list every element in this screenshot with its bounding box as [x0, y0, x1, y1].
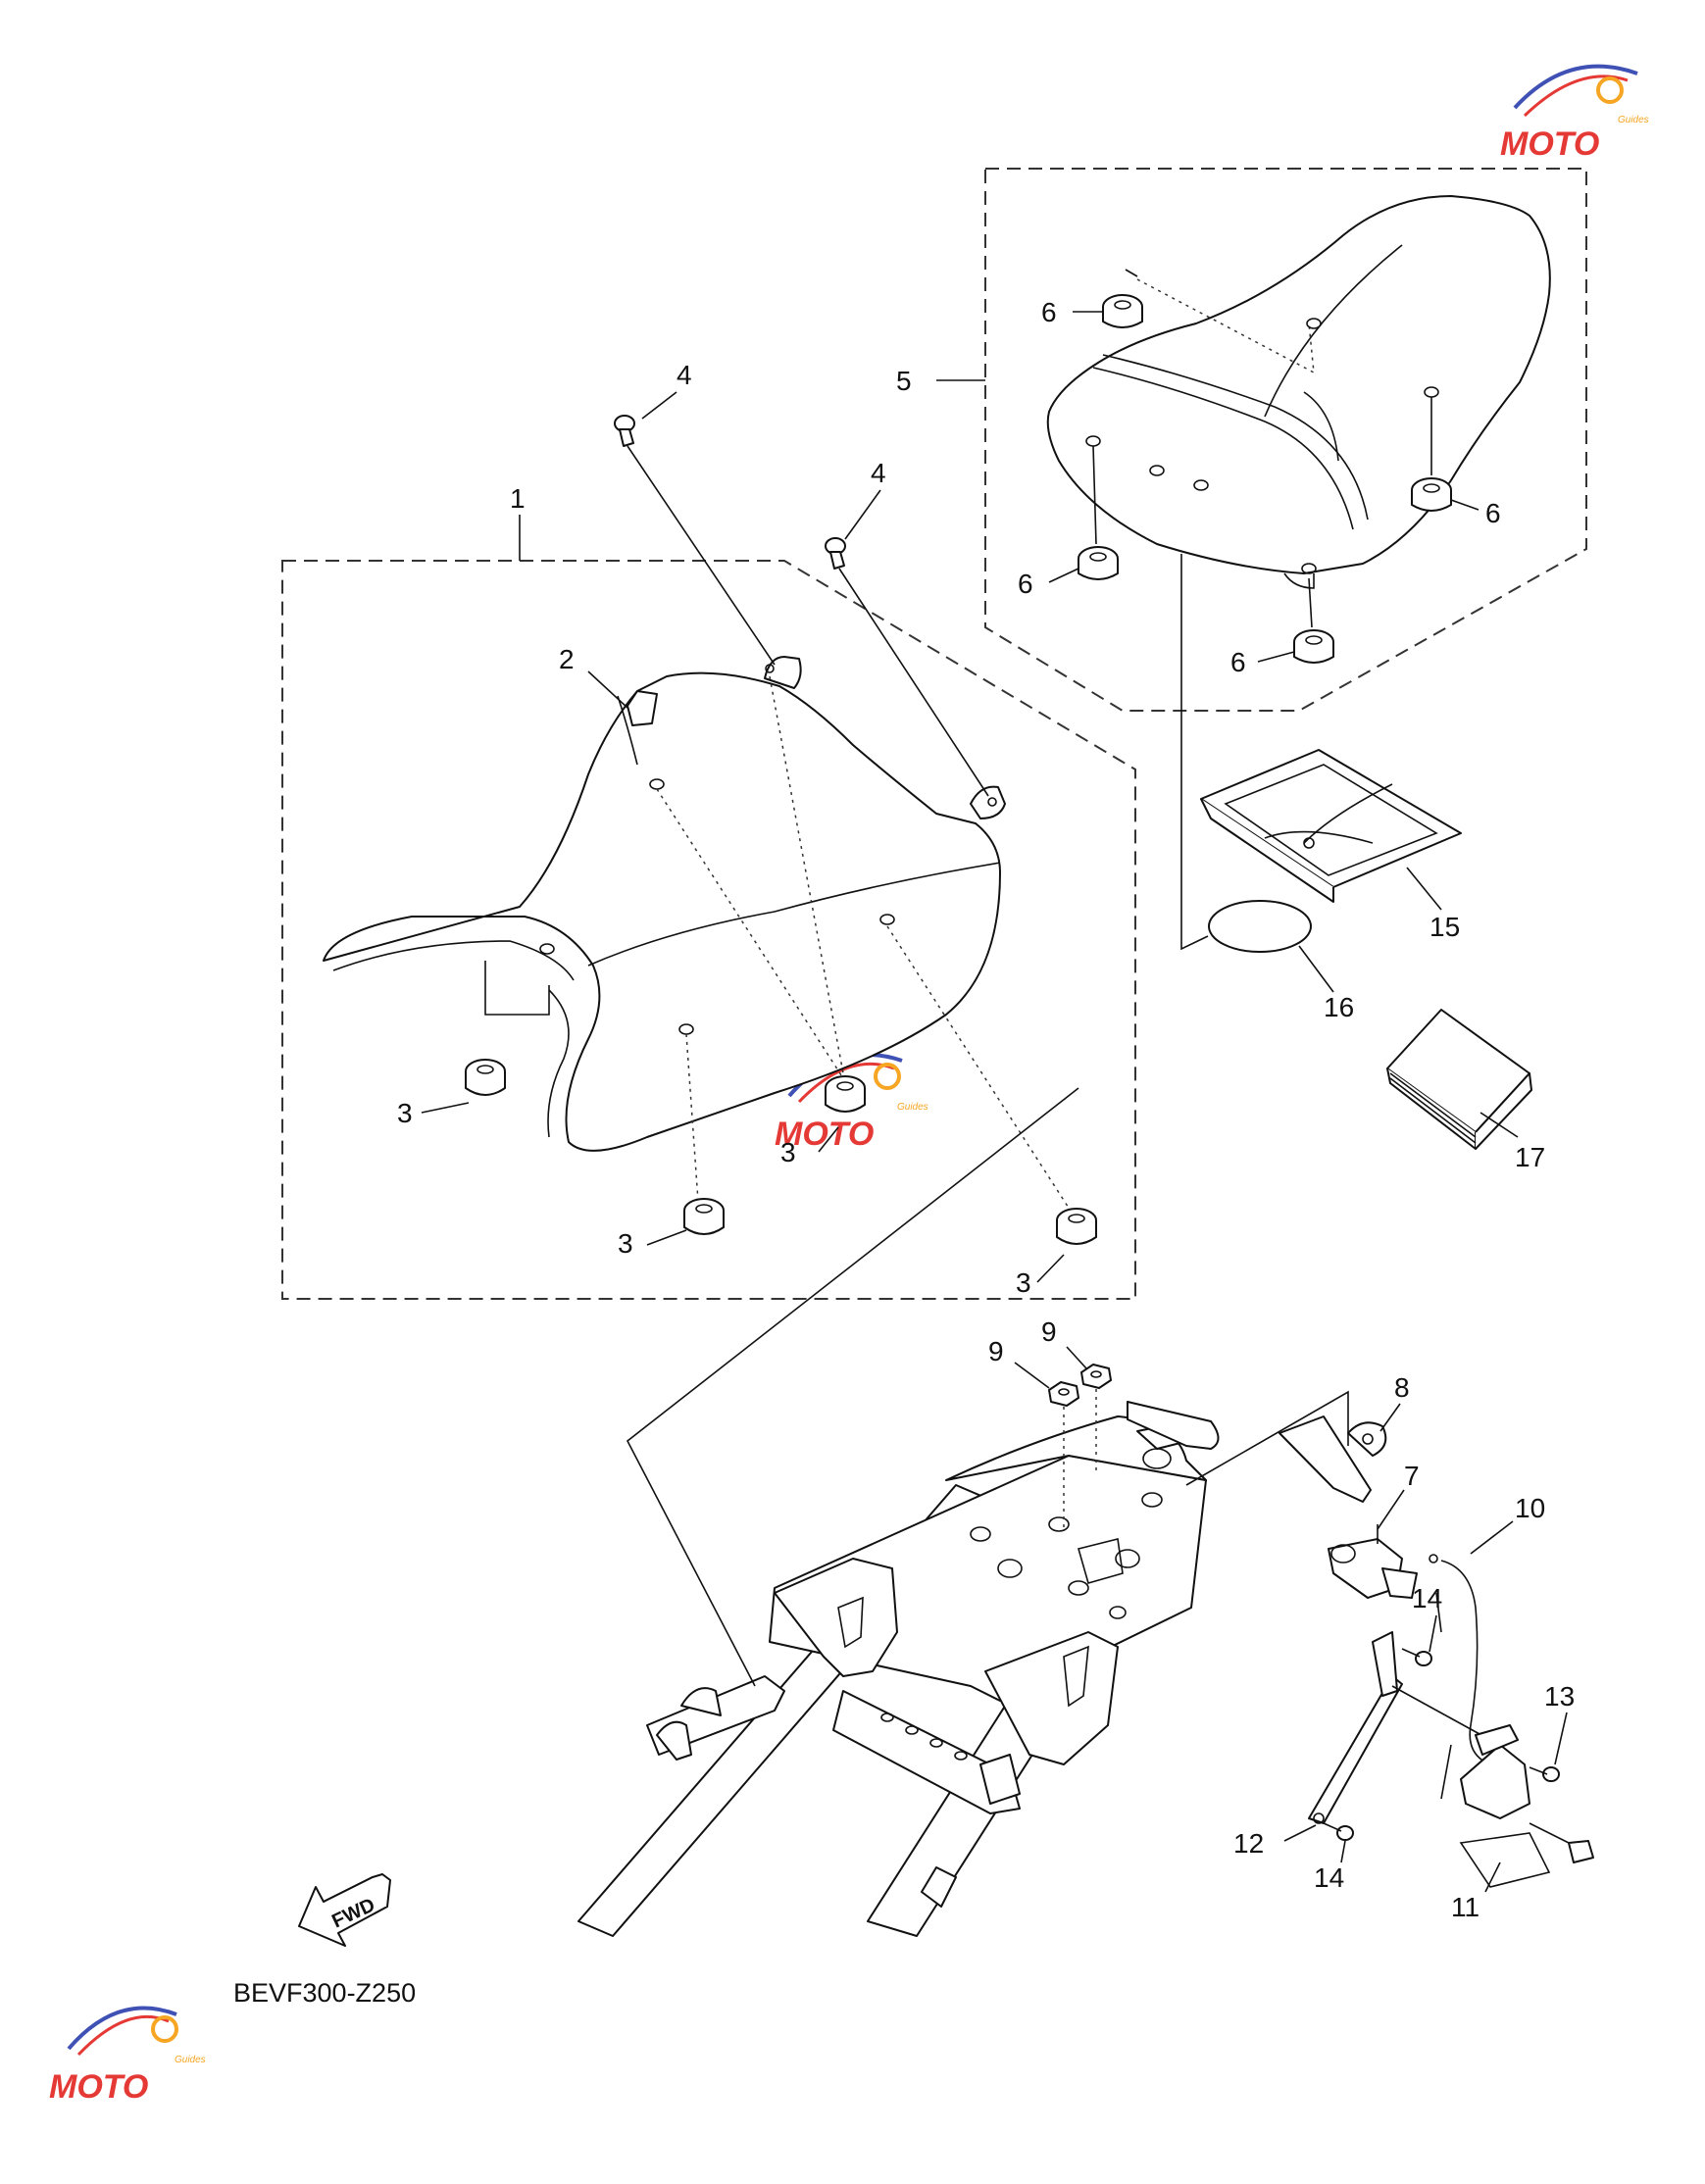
callout-10: 10 [1515, 1493, 1545, 1523]
screw-13 [1529, 1766, 1560, 1782]
bolt-4a [614, 415, 776, 666]
callout-5: 5 [896, 366, 912, 396]
grommet-6b [1411, 477, 1452, 512]
callout-9a: 9 [988, 1336, 1004, 1366]
callout-1: 1 [510, 483, 526, 514]
grommet-3a [465, 1059, 506, 1096]
gear-icon [874, 1063, 901, 1090]
o-ring [1208, 900, 1312, 953]
callout-17: 17 [1515, 1142, 1545, 1172]
callout-14a: 14 [1412, 1583, 1442, 1613]
callout-8: 8 [1394, 1372, 1410, 1403]
nut-9a [1048, 1381, 1079, 1407]
svg-text:Guides: Guides [1618, 115, 1649, 125]
callout-labels: 1 2 3 3 3 3 4 4 5 6 6 6 6 7 8 9 9 10 11 … [397, 297, 1575, 1922]
assembly-box-seat-1 [281, 560, 1136, 1300]
callout-6b: 6 [1485, 498, 1501, 528]
callout-3a: 3 [397, 1098, 413, 1128]
seat-lock-cable-10 [1429, 1554, 1491, 1765]
grommet-6d [1293, 629, 1334, 664]
seat-lock-bracket-8 [1279, 1415, 1387, 1503]
callout-14b: 14 [1314, 1862, 1344, 1893]
callout-11: 11 [1451, 1892, 1479, 1922]
callout-15: 15 [1429, 912, 1460, 942]
grommet-6a [1102, 294, 1143, 328]
assembly-box-seat-5 [984, 168, 1587, 712]
callout-13: 13 [1544, 1681, 1575, 1712]
bolt-4b [825, 537, 989, 797]
nut-9b [1080, 1364, 1112, 1389]
grommet-3d [1056, 1208, 1097, 1245]
owners-manual [1386, 1009, 1532, 1150]
screw-14b [1323, 1822, 1354, 1841]
svg-text:Guides: Guides [175, 2055, 206, 2065]
callout-7: 7 [1404, 1461, 1420, 1491]
watermark-logo-text: MOTO [1500, 125, 1599, 163]
seat-lock-cylinder-11 [1459, 1724, 1594, 1888]
watermark-center: MOTO Guides [775, 1053, 928, 1153]
callout-16: 16 [1324, 992, 1354, 1022]
rear-frame [577, 1401, 1220, 1937]
diagram-code: BEVF300-Z250 [233, 1978, 416, 2008]
callout-3c: 3 [618, 1228, 633, 1259]
screw-14a [1401, 1648, 1432, 1666]
svg-text:MOTO: MOTO [49, 2068, 148, 2106]
seat-lock-7 [1328, 1524, 1418, 1599]
lever-12 [1308, 1631, 1403, 1824]
front-seat [323, 656, 1006, 1152]
svg-text:MOTO: MOTO [775, 1116, 874, 1153]
callout-4a: 4 [677, 360, 692, 390]
tool-bag [1200, 749, 1462, 903]
grommet-3c [683, 1198, 725, 1235]
fwd-arrow: FWD [298, 1873, 391, 1947]
callout-9b: 9 [1041, 1316, 1057, 1347]
watermark-top-right: MOTO Guides [1500, 64, 1649, 163]
callout-12: 12 [1233, 1828, 1264, 1859]
watermark-bottom-left: MOTO Guides [49, 2006, 206, 2106]
callout-6d: 6 [1230, 647, 1246, 677]
grommet-3b [825, 1075, 866, 1113]
callout-6a: 6 [1041, 297, 1057, 327]
callout-6c: 6 [1018, 569, 1033, 599]
callout-4b: 4 [871, 458, 886, 488]
gear-icon [151, 2015, 178, 2043]
rear-seat [1046, 195, 1551, 589]
callout-leaders [421, 311, 1568, 1893]
callout-2: 2 [559, 644, 575, 674]
callout-3d: 3 [1016, 1267, 1031, 1298]
callout-3b: 3 [780, 1137, 796, 1167]
svg-text:Guides: Guides [897, 1102, 928, 1113]
grommet-6c [1078, 546, 1119, 580]
gear-icon [1596, 76, 1624, 104]
